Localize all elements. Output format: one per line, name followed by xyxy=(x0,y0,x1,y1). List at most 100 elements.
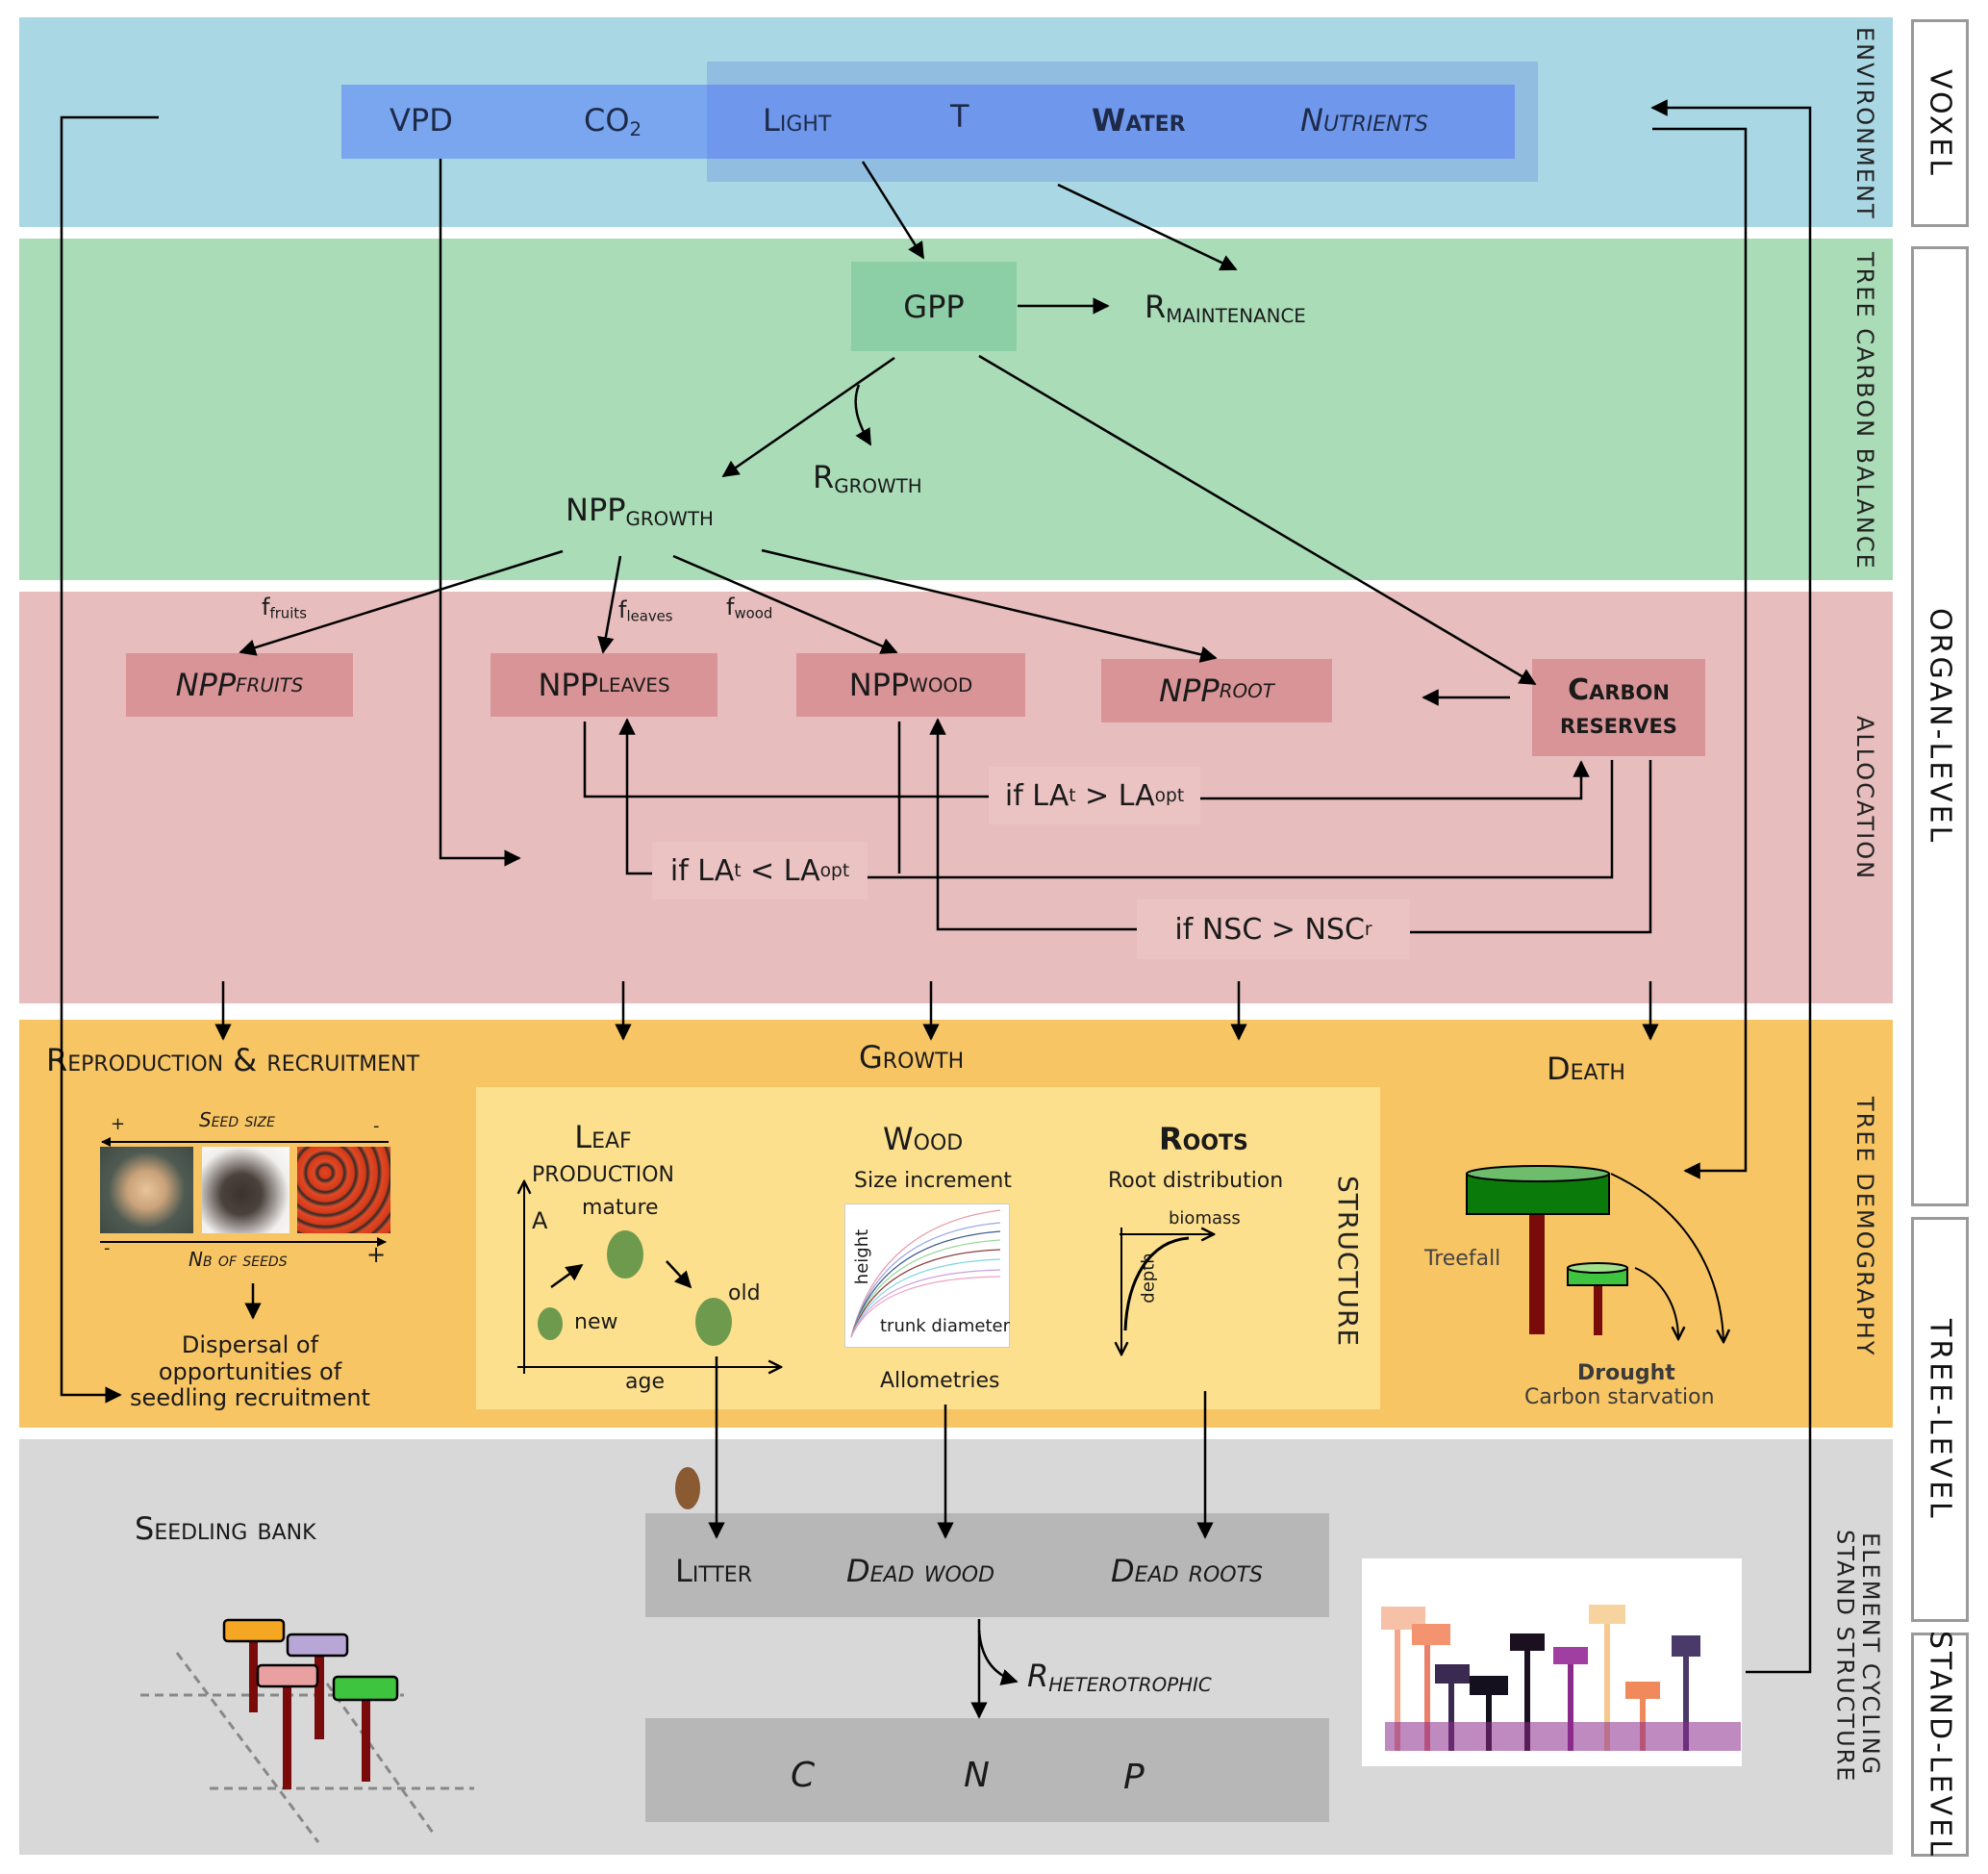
r-hetero-main: R xyxy=(1027,1658,1049,1694)
level-tree-label: TREE-LEVEL xyxy=(1923,1318,1957,1521)
leaf-stage-mature: mature xyxy=(582,1196,659,1220)
treefall-label: Treefall xyxy=(1424,1247,1501,1271)
element-p: P xyxy=(1123,1758,1145,1797)
seedling-bank-title: Seedling bank xyxy=(135,1510,316,1547)
npp-root-sub: ROOT xyxy=(1219,679,1274,702)
npp-leaves-sub: LEAVES xyxy=(597,673,670,696)
co2-label: CO xyxy=(584,102,630,139)
npp-wood-main: NPP xyxy=(848,667,910,703)
r-growth-sub: GROWTH xyxy=(834,474,922,497)
seed-size-minus: - xyxy=(373,1116,380,1136)
co2-sub: 2 xyxy=(629,117,642,140)
leaf-axis-age: age xyxy=(625,1370,665,1394)
element-c: C xyxy=(791,1756,816,1795)
band-label-environment: Environment xyxy=(1851,27,1878,220)
seed-photo-large xyxy=(100,1147,193,1233)
cond-lt-pre: if LA xyxy=(669,853,735,888)
nb-seeds-plus: + xyxy=(366,1241,387,1268)
carbon-reserves-line2: reserves xyxy=(1560,706,1677,741)
r-growth: RGROWTH xyxy=(813,459,922,497)
seed-photo-small xyxy=(297,1147,390,1233)
litter-pools-box xyxy=(645,1513,1329,1617)
cond-gt-sub2: opt xyxy=(1154,785,1185,806)
carbon-starvation-label: Carbon starvation xyxy=(1524,1385,1715,1409)
wood-footer-allometries: Allometries xyxy=(880,1369,1000,1393)
npp-fruits-main: NPP xyxy=(175,667,237,703)
stand-structure-plot xyxy=(1362,1558,1742,1766)
env-var-light: Light xyxy=(763,102,832,139)
element-n: N xyxy=(964,1756,990,1795)
cond-nsc-pre: if NSC > NSC xyxy=(1174,912,1365,947)
cond-gt-pre: if LA xyxy=(1004,778,1069,813)
structure-label: Structure xyxy=(1332,1176,1364,1348)
npp-growth-main: NPP xyxy=(566,492,626,528)
dispersal-line2: opportunities of xyxy=(158,1357,342,1385)
drought-label: Drought xyxy=(1577,1361,1675,1385)
element-cycling-label: Element cycling xyxy=(1856,1532,1884,1777)
fraction-wood: fwood xyxy=(726,594,772,622)
cond-lt-sub1: t xyxy=(734,860,742,881)
level-organ-label: ORGAN-LEVEL xyxy=(1923,607,1957,846)
gpp-box: GPP xyxy=(851,262,1017,351)
seed-size-plus: + xyxy=(111,1114,126,1134)
band-label-demography: Tree demography xyxy=(1851,1097,1878,1357)
leaf-title-line2: production xyxy=(532,1152,674,1190)
npp-fruits-sub: FRUITS xyxy=(236,673,304,696)
r-growth-main: R xyxy=(813,459,835,495)
env-var-nutrients: Nutrients xyxy=(1300,102,1429,139)
fraction-leaves: fleaves xyxy=(618,596,673,625)
wood-axis-height: height xyxy=(852,1228,873,1285)
dispersal-line3: seedling recruitment xyxy=(130,1384,370,1412)
cond-lt-mid: < LA xyxy=(741,853,820,888)
wood-title: Wood xyxy=(883,1121,964,1157)
roots-title: Roots xyxy=(1159,1121,1248,1157)
cond-gt-mid: > LA xyxy=(1075,778,1155,813)
level-organ: ORGAN-LEVEL xyxy=(1911,246,1969,1206)
environment-highlight-inner xyxy=(707,85,1515,159)
cond-lt-sub2: opt xyxy=(819,860,850,881)
level-stand-label: STAND-LEVEL xyxy=(1923,1631,1957,1859)
leaf-axis-a: A xyxy=(532,1207,548,1234)
fraction-leaves-main: f xyxy=(618,596,627,623)
roots-axis-depth: depth xyxy=(1138,1253,1159,1304)
growth-title: Growth xyxy=(859,1039,965,1076)
fraction-fruits: ffruits xyxy=(262,594,307,622)
env-var-co2: CO2 xyxy=(584,102,642,140)
npp-growth-sub: GROWTH xyxy=(625,507,714,530)
wood-axis-diameter: trunk diameter xyxy=(880,1316,1011,1336)
npp-leaves-main: NPP xyxy=(538,667,598,703)
npp-growth: NPPGROWTH xyxy=(566,492,714,530)
cond-gt-sub1: t xyxy=(1069,785,1076,806)
pool-dead-roots: Dead roots xyxy=(1111,1553,1264,1589)
fraction-fruits-sub: fruits xyxy=(269,604,307,622)
level-stand: STAND-LEVEL xyxy=(1911,1631,1969,1859)
reproduction-title: Reproduction & recruitment xyxy=(46,1042,420,1078)
r-maintenance-sub: MAINTENANCE xyxy=(1166,304,1306,327)
env-var-vpd: VPD xyxy=(390,102,453,139)
leaf-stage-old: old xyxy=(728,1281,761,1305)
roots-subtitle: Root distribution xyxy=(1108,1169,1284,1193)
r-hetero-sub: HETEROTROPHIC xyxy=(1048,1673,1212,1696)
band-label-cycling: Element cyclingStand structure xyxy=(1831,1530,1884,1783)
level-voxel-label: VOXEL xyxy=(1923,68,1957,178)
leaf-stage-new: new xyxy=(574,1310,618,1334)
pool-litter: Litter xyxy=(675,1553,752,1589)
band-label-carbon: Tree carbon balance xyxy=(1851,252,1878,570)
dispersal-line1: Dispersal of xyxy=(181,1331,319,1358)
band-label-allocation: Allocation xyxy=(1851,716,1878,881)
env-var-water: Water xyxy=(1092,102,1186,139)
nb-seeds-label: Nb of seeds xyxy=(189,1248,288,1271)
npp-root-main: NPP xyxy=(1159,672,1220,709)
seed-size-label: Seed size xyxy=(199,1108,275,1131)
level-tree: TREE-LEVEL xyxy=(1911,1217,1969,1622)
elements-box xyxy=(645,1718,1329,1822)
seed-photo-medium xyxy=(202,1147,289,1233)
nb-seeds-minus: - xyxy=(104,1238,111,1258)
